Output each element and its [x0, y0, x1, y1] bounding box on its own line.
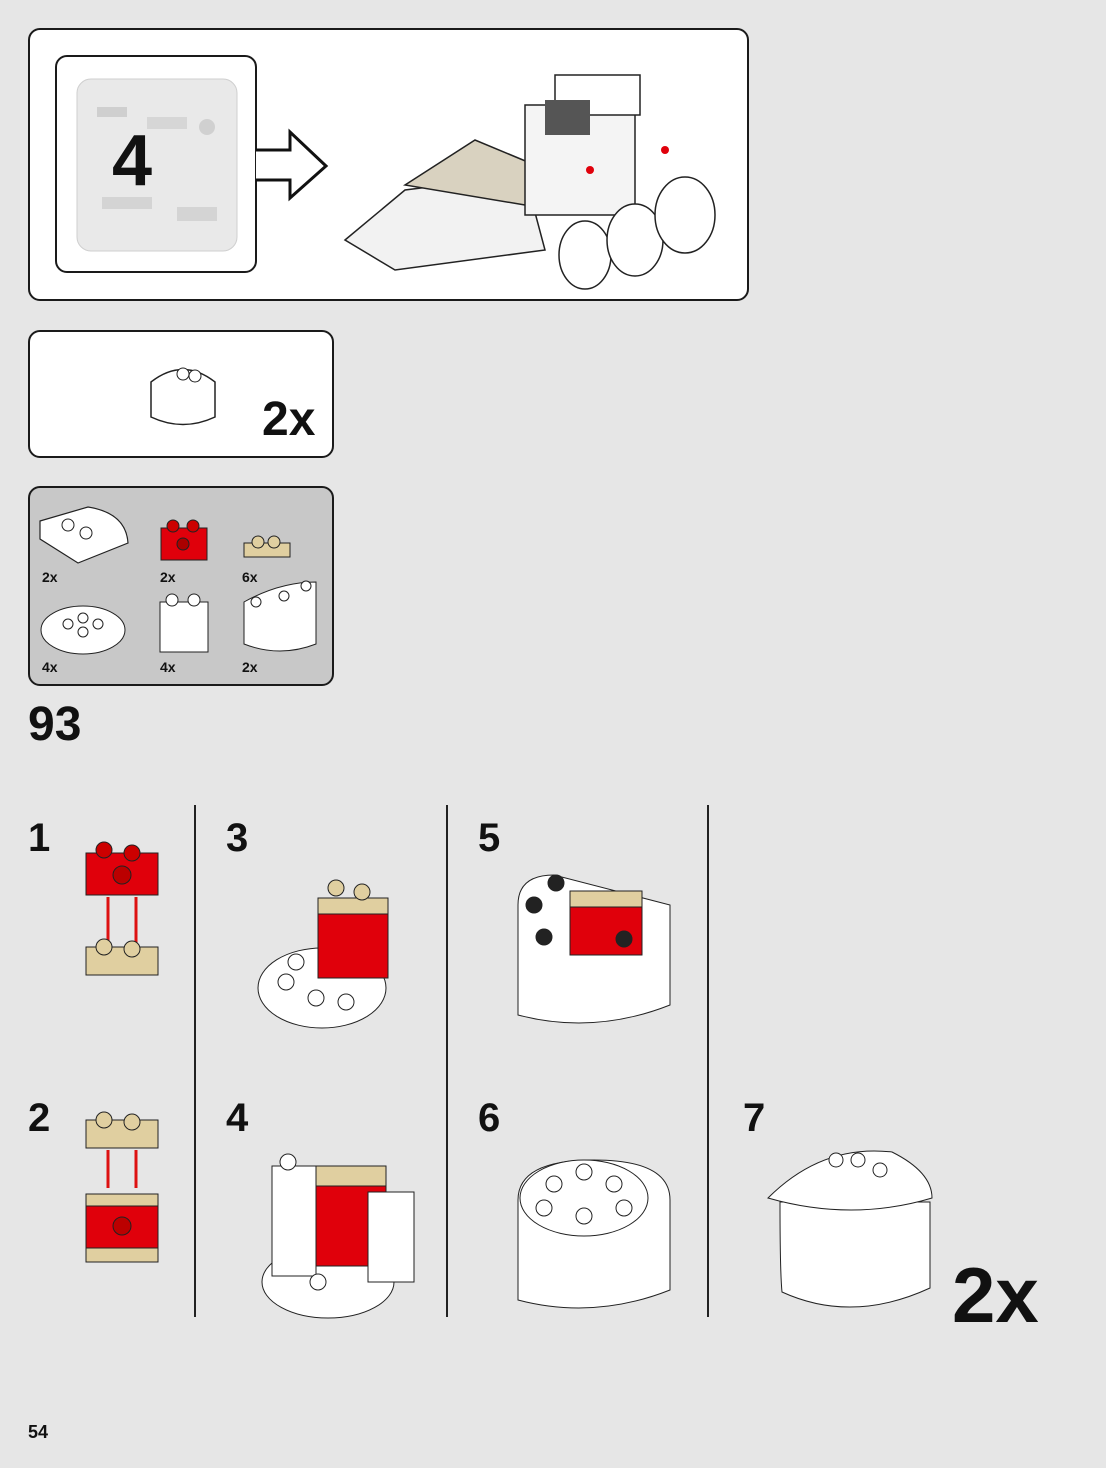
- part-qty-1: 2x: [42, 569, 58, 585]
- step-3-illustration: [256, 878, 396, 1038]
- part-qty-2: 2x: [160, 569, 176, 585]
- parts-bag-icon: [57, 57, 259, 275]
- white-curved-slope-icon: [38, 503, 130, 563]
- step-6-illustration: [514, 1150, 674, 1320]
- spaceship-model-image: [345, 55, 735, 285]
- step-7-illustration: [762, 1142, 942, 1322]
- step-5-illustration: [514, 865, 674, 1035]
- white-round-plate-icon: [38, 596, 128, 656]
- column-divider: [707, 805, 709, 1317]
- sub-step-2: 2: [28, 1096, 50, 1141]
- sub-step-5: 5: [478, 816, 500, 861]
- sub-step-7: 7: [743, 1096, 765, 1141]
- part-qty-4: 4x: [42, 659, 58, 675]
- round-brick-assembly-icon: [143, 352, 223, 432]
- subassembly-multiplier: 2x: [262, 392, 315, 447]
- sub-step-6: 6: [478, 1096, 500, 1141]
- final-multiplier: 2x: [952, 1250, 1039, 1341]
- bag-box: [55, 55, 257, 273]
- column-divider: [194, 805, 196, 1317]
- part-qty-6: 2x: [242, 659, 258, 675]
- sub-step-3: 3: [226, 816, 248, 861]
- main-step-number: 93: [28, 697, 81, 752]
- step-4-illustration: [258, 1152, 418, 1322]
- bag-number: 4: [112, 120, 152, 202]
- white-brick-1x1-icon: [158, 592, 210, 654]
- step-2-illustration: [84, 1106, 164, 1266]
- step-1-illustration: [84, 835, 164, 985]
- red-technic-brick-icon: [159, 518, 209, 562]
- sub-step-1: 1: [28, 816, 50, 861]
- column-divider: [446, 805, 448, 1317]
- white-round-corner-brick-icon: [240, 572, 320, 658]
- tan-plate-1x2-icon: [242, 533, 292, 561]
- sub-step-4: 4: [226, 1096, 248, 1141]
- part-qty-5: 4x: [160, 659, 176, 675]
- arrow-right-icon: [254, 128, 334, 208]
- page-number: 54: [28, 1422, 48, 1443]
